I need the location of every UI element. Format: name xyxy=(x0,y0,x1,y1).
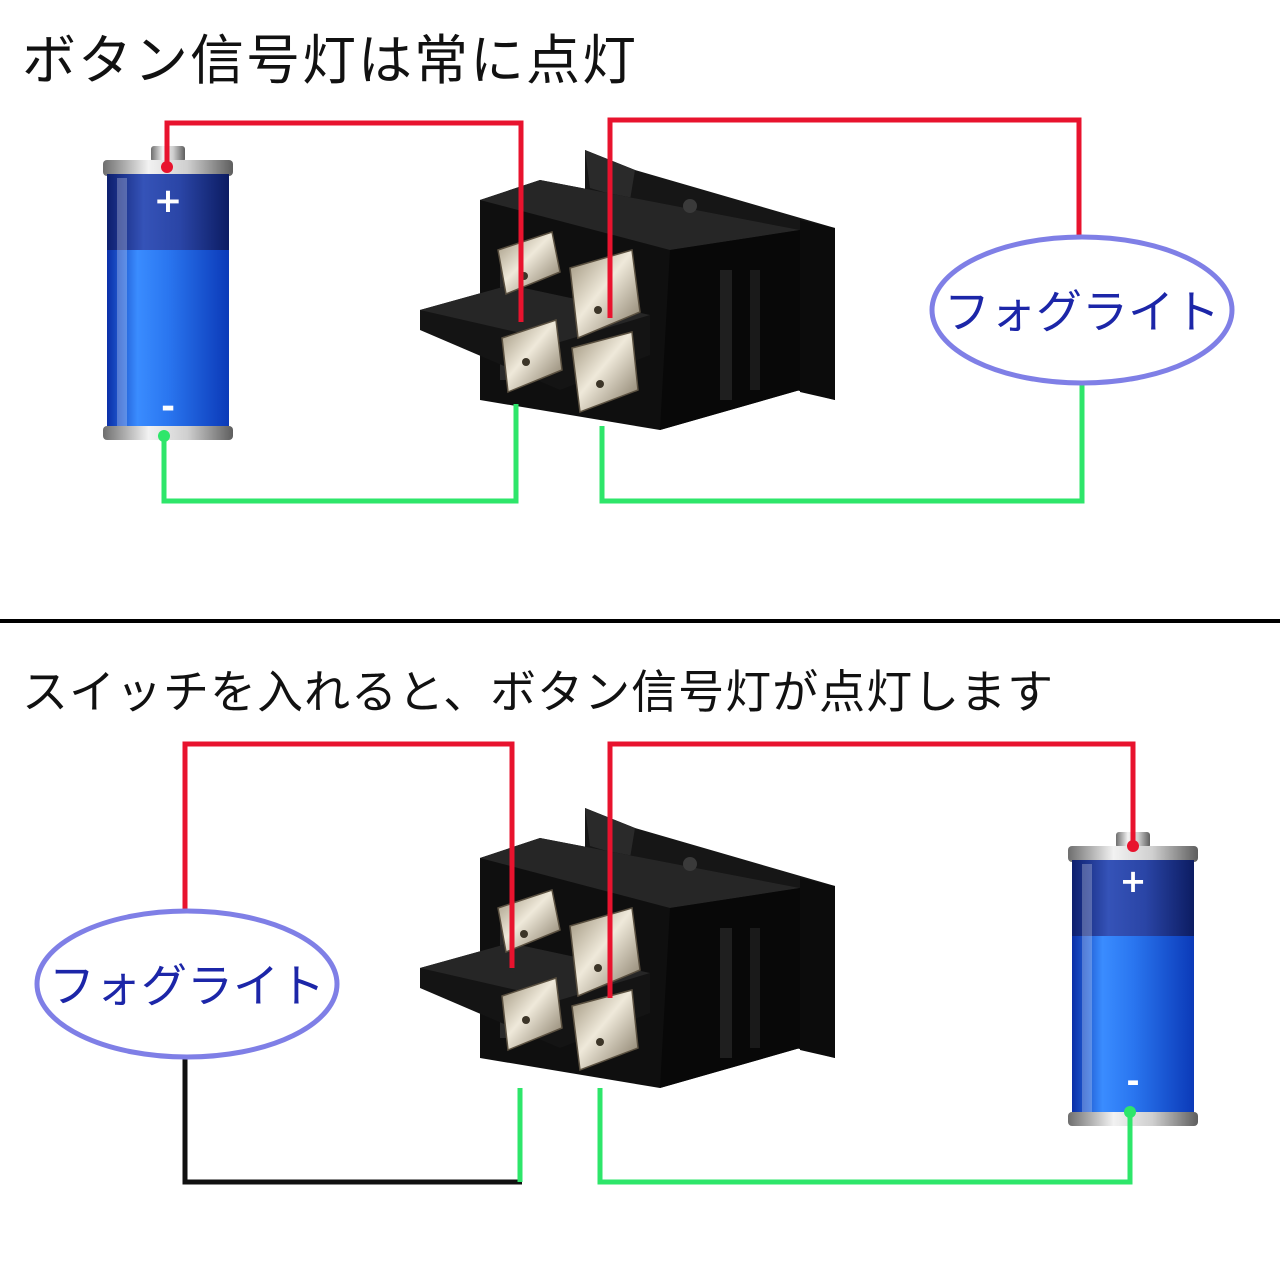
fog-light: フォグライト xyxy=(34,908,340,1060)
battery-minus-label: - xyxy=(1126,1062,1139,1100)
panel-2-title: スイッチを入れると、ボタン信号灯が点灯します xyxy=(22,665,1055,719)
battery: + - xyxy=(1068,832,1198,1126)
panel-1-diagram: + - フォグライト xyxy=(103,117,1235,504)
ground-wire xyxy=(182,1058,522,1185)
panel-2-diagram: + - フォグライト xyxy=(34,741,1198,1185)
lamp-positive-wire xyxy=(182,741,515,968)
battery-minus-label: - xyxy=(161,387,175,427)
battery-plus-label: + xyxy=(1120,862,1147,900)
lamp-negative-wire xyxy=(597,1088,1133,1185)
battery-plus-label: + xyxy=(154,181,183,221)
rocker-switch xyxy=(419,149,836,431)
rocker-switch xyxy=(419,807,836,1089)
battery: + - xyxy=(103,146,233,440)
fog-light-label: フォグライト xyxy=(944,285,1220,339)
negative-wire xyxy=(161,404,519,504)
lamp-negative-wire xyxy=(599,381,1085,504)
lamp-positive-wire xyxy=(607,117,1082,318)
positive-wire xyxy=(607,741,1136,998)
panel-1-title: ボタン信号灯は常に点灯 xyxy=(22,29,638,92)
fog-light-label: フォグライト xyxy=(49,959,325,1013)
positive-wire xyxy=(164,120,524,322)
panel-divider xyxy=(0,619,1280,623)
fog-light: フォグライト xyxy=(929,234,1235,386)
